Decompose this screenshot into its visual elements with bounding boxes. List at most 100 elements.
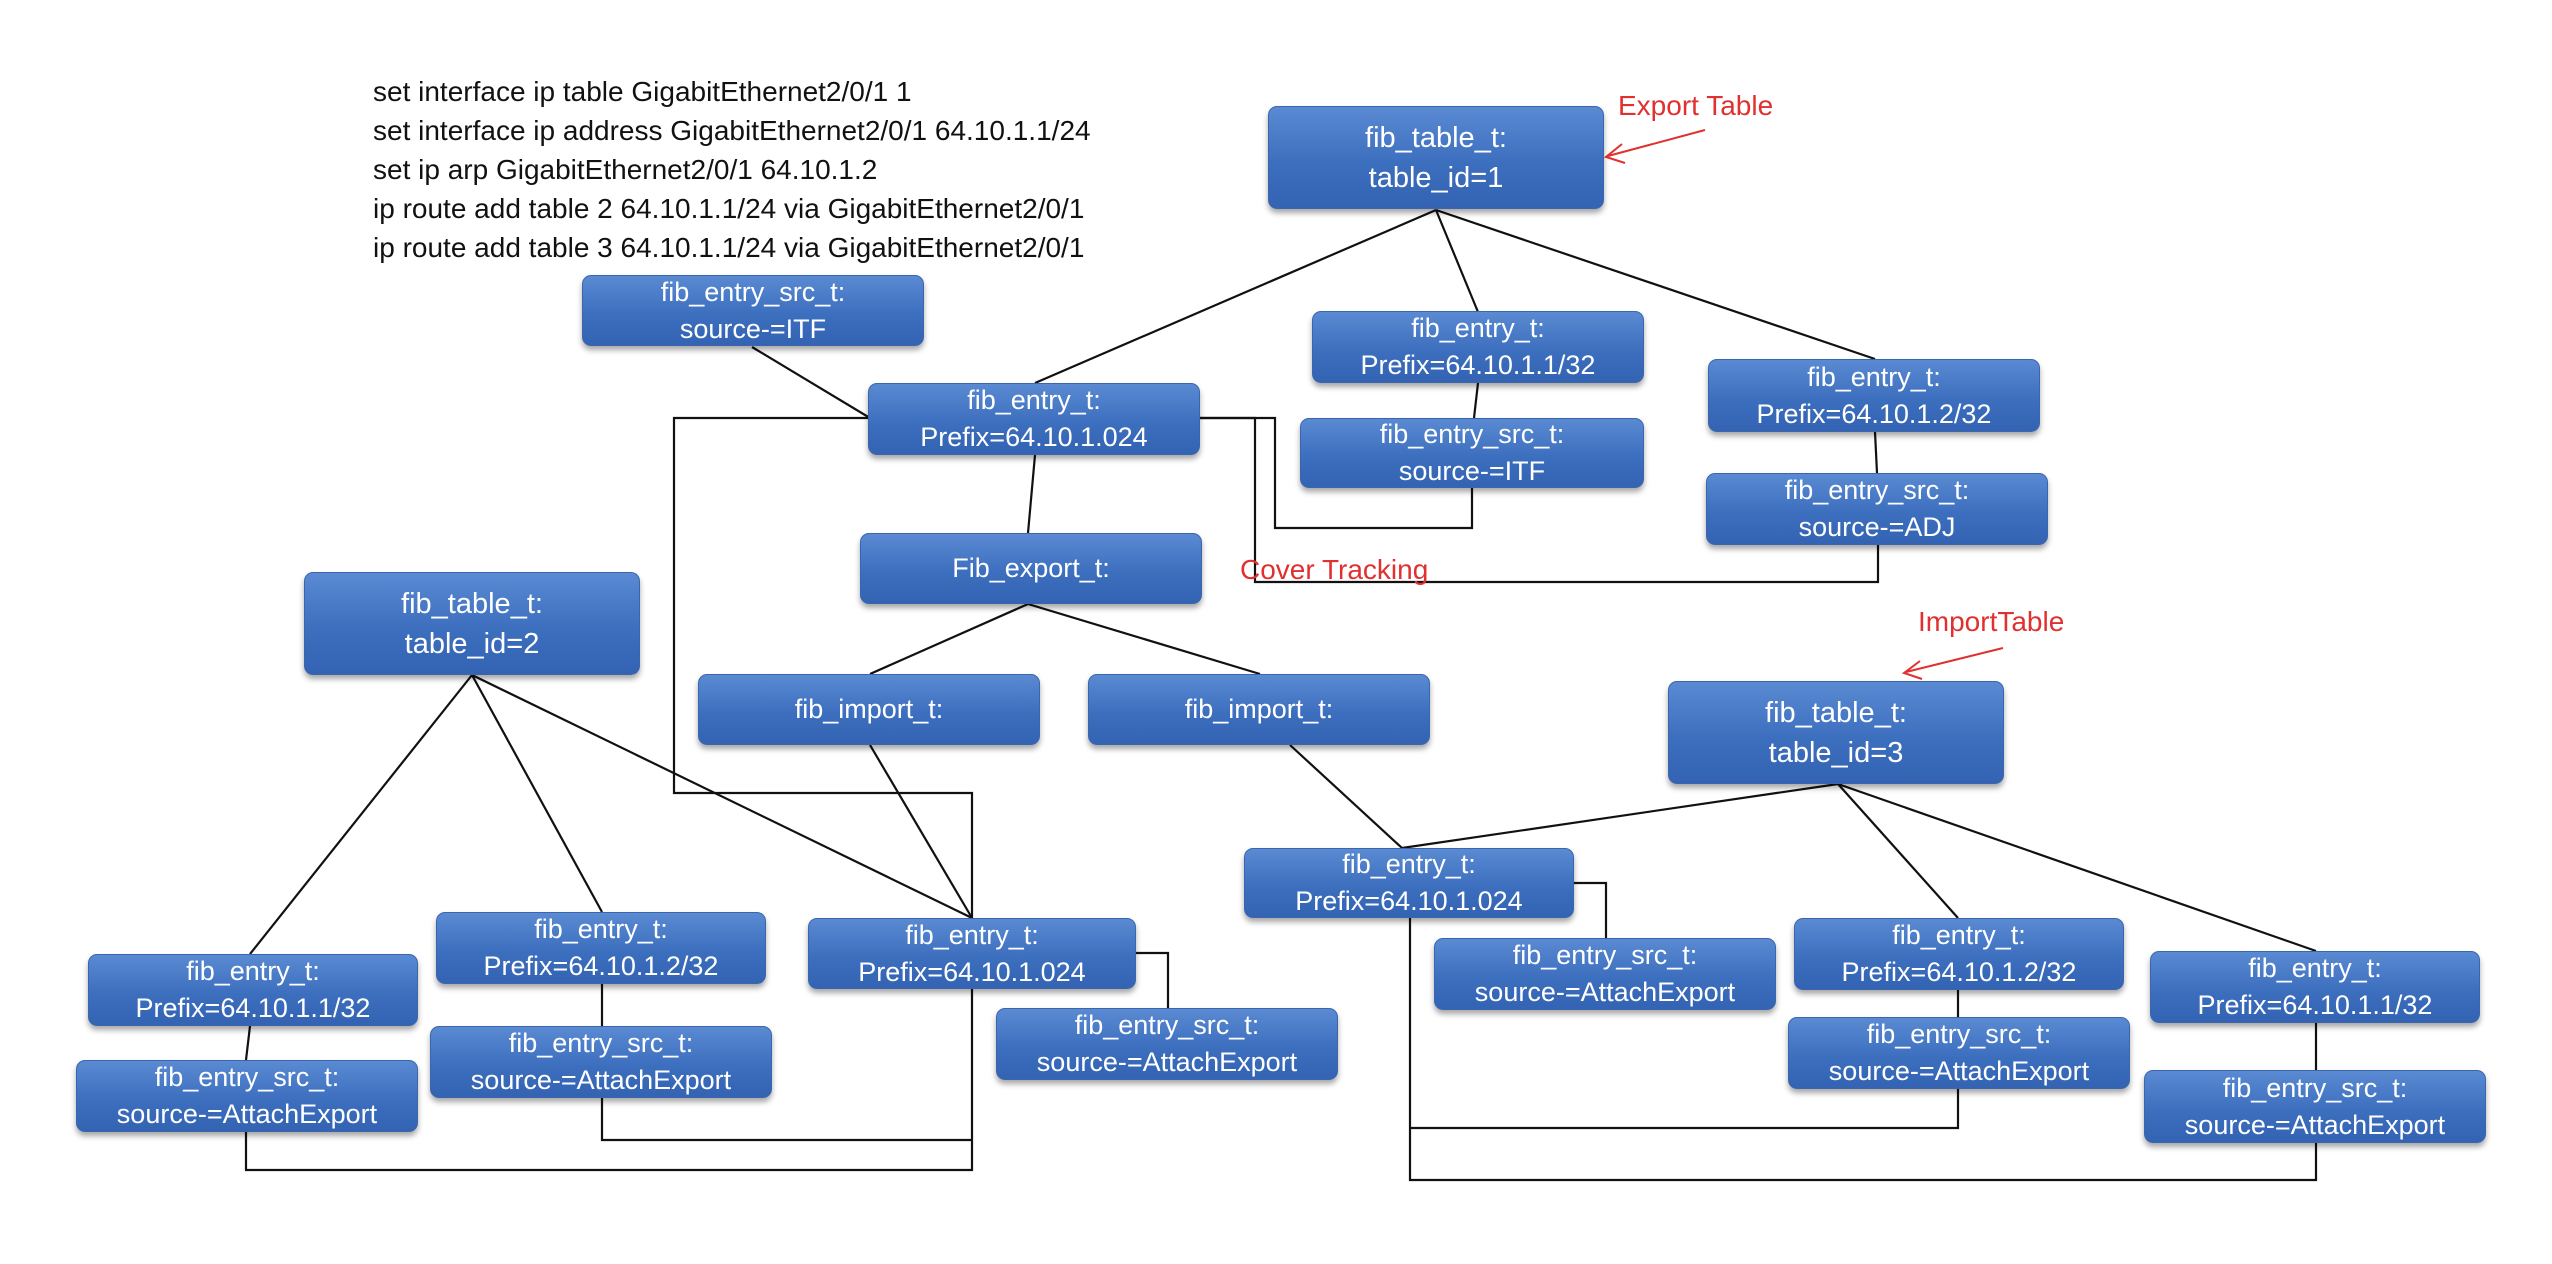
fib-entry-t3-2-32[interactable]: fib_entry_t: Prefix=64.10.1.2/32: [1794, 918, 2124, 990]
node-line: Fib_export_t:: [952, 553, 1110, 583]
node-line: Prefix=64.10.1.1/32: [135, 993, 371, 1023]
fib-entry-t2-024[interactable]: fib_entry_t: Prefix=64.10.1.024: [808, 918, 1136, 989]
fib-import-left[interactable]: fib_import_t:: [698, 674, 1040, 745]
node-line: fib_entry_t:: [1342, 849, 1476, 879]
node-line: fib_entry_t:: [967, 385, 1101, 415]
fib-entry-src-t2-2-32[interactable]: fib_entry_src_t: source-=AttachExport: [430, 1026, 772, 1098]
edge-table3-entry2-32: [1837, 783, 1959, 919]
node-line: fib_table_t:: [1365, 121, 1507, 154]
fib-entry-src-itf-a[interactable]: fib_entry_src_t: source-=ITF: [582, 275, 924, 346]
node-line: fib_entry_src_t:: [660, 276, 846, 307]
node-line: fib_entry_src_t:: [1379, 419, 1565, 449]
fib-entry-src-t3-2-32[interactable]: fib_entry_src_t: source-=AttachExport: [1788, 1017, 2130, 1089]
fib-entry-t1-024[interactable]: fib_entry_t: Prefix=64.10.1.024: [868, 383, 1200, 455]
edge-t2e1-src: [244, 1025, 252, 1061]
node-line: fib_entry_src_t:: [1512, 940, 1698, 970]
fib-table-2[interactable]: fib_table_t: table_id=2: [304, 572, 640, 675]
cli-line: ip route add table 2 64.10.1.1/24 via Gi…: [373, 193, 1085, 224]
node-line: source-=ITF: [679, 313, 827, 344]
node-line: fib_entry_t:: [1892, 920, 2026, 950]
loop-t3-bottom: [1408, 918, 2318, 1182]
node-line: Prefix=64.10.1.2/32: [483, 951, 719, 981]
node-line: fib_import_t:: [794, 694, 944, 724]
fib-table-1[interactable]: fib_table_t: table_id=1: [1268, 106, 1604, 209]
node-line: fib_entry_t:: [186, 956, 320, 986]
node-line: source-=AttachExport: [470, 1065, 732, 1095]
fib-entry-t2-2-32[interactable]: fib_entry_t: Prefix=64.10.1.2/32: [436, 912, 766, 984]
edge-export-importright: [1027, 602, 1261, 676]
node-line: Prefix=64.10.1.024: [858, 956, 1086, 987]
node-line: source-=AttachExport: [1828, 1056, 2090, 1086]
node-line: source-=ADJ: [1798, 512, 1956, 542]
node-line: Prefix=64.10.1.024: [920, 422, 1148, 452]
node-line: Prefix=64.10.1.2/32: [1841, 957, 2077, 987]
node-line: fib_entry_t:: [905, 919, 1039, 950]
edge-srcitf-entry024: [751, 346, 871, 419]
fib-entry-t1-1-32[interactable]: fib_entry_t: Prefix=64.10.1.1/32: [1312, 311, 1644, 383]
node-line: fib_table_t:: [1765, 696, 1907, 729]
edge-table3-entry024: [1401, 782, 1839, 850]
edge-table2-entry1-32: [249, 674, 473, 955]
cli-line: set interface ip table GigabitEthernet2/…: [373, 76, 912, 107]
fib-entry-t2-1-32[interactable]: fib_entry_t: Prefix=64.10.1.1/32: [88, 954, 418, 1026]
bracket-t2e024-src: [1136, 951, 1170, 1008]
cover-path-adj: [1198, 416, 1880, 584]
cli-line: set interface ip address GigabitEthernet…: [373, 115, 1091, 146]
node-line: fib_entry_t:: [1807, 361, 1941, 392]
fib-table-3[interactable]: fib_table_t: table_id=3: [1668, 681, 2004, 784]
cover-tracking-label: Cover Tracking: [1240, 554, 1429, 585]
node-line: source-=AttachExport: [1036, 1047, 1298, 1077]
fib-entry-src-t2-024[interactable]: fib_entry_src_t: source-=AttachExport: [996, 1008, 1338, 1080]
node-line: Prefix=64.10.1.024: [1295, 886, 1523, 916]
node-line: fib_table_t:: [401, 587, 543, 620]
node-line: source-=ITF: [1398, 456, 1546, 486]
node-line: Prefix=64.10.1.2/32: [1756, 398, 1992, 429]
fib-entry-t3-1-32[interactable]: fib_entry_t: Prefix=64.10.1.1/32: [2150, 951, 2480, 1023]
edge-table1-entry024: [1034, 208, 1437, 385]
node-line: table_id=1: [1368, 161, 1504, 194]
cli-line: ip route add table 3 64.10.1.1/24 via Gi…: [373, 232, 1085, 263]
cli-commands: set interface ip table GigabitEthernet2/…: [373, 72, 1091, 267]
loop-entry024-t2e024: [672, 416, 974, 918]
import-arrow-head: [1901, 660, 1923, 680]
fib-entry-t3-024[interactable]: fib_entry_t: Prefix=64.10.1.024: [1244, 848, 1574, 918]
fib-entry-src-itf-b[interactable]: fib_entry_src_t: source-=ITF: [1300, 418, 1644, 488]
node-line: fib_entry_t:: [1411, 313, 1545, 343]
node-line: fib_import_t:: [1184, 694, 1334, 724]
edge-entry024-export: [1026, 454, 1037, 534]
export-arrow-line: [1607, 129, 1706, 157]
edge-export-importleft: [869, 602, 1029, 676]
loop-t2e2-bottom: [600, 1098, 972, 1142]
cli-line: set ip arp GigabitEthernet2/0/1 64.10.1.…: [373, 154, 878, 185]
node-line: fib_entry_t:: [2248, 953, 2382, 983]
node-line: fib_entry_src_t:: [1784, 475, 1970, 505]
node-line: table_id=2: [404, 627, 540, 660]
loop-t3e2-bottom: [1410, 1089, 1960, 1130]
bracket-t3e024-src: [1574, 881, 1608, 938]
fib-entry-src-t3-024[interactable]: fib_entry_src_t: source-=AttachExport: [1434, 938, 1776, 1010]
node-line: fib_entry_src_t:: [2222, 1072, 2408, 1103]
edge-entry1-32-srcitf: [1472, 382, 1480, 419]
fib-entry-src-t3-1-32[interactable]: fib_entry_src_t: source-=AttachExport: [2144, 1070, 2486, 1143]
node-line: fib_entry_src_t:: [1866, 1019, 2052, 1049]
node-line: table_id=3: [1768, 736, 1904, 769]
import-table-label: ImportTable: [1918, 606, 2065, 637]
node-line: source-=AttachExport: [116, 1099, 378, 1129]
fib-entry-t1-2-32[interactable]: fib_entry_t: Prefix=64.10.1.2/32: [1708, 359, 2040, 432]
fib-import-right[interactable]: fib_import_t:: [1088, 674, 1430, 745]
node-line: Prefix=64.10.1.1/32: [2197, 990, 2433, 1020]
node-line: fib_entry_t:: [534, 914, 668, 944]
loop-t2-bottom: [244, 988, 974, 1172]
node-line: source-=AttachExport: [2184, 1109, 2446, 1140]
fib-entry-src-t2-1-32[interactable]: fib_entry_src_t: source-=AttachExport: [76, 1060, 418, 1132]
fib-entry-src-adj[interactable]: fib_entry_src_t: source-=ADJ: [1706, 473, 2048, 545]
edge-table2-entry024: [471, 674, 973, 919]
edge-entry2-32-srcadj: [1873, 431, 1879, 474]
export-arrow-head: [1603, 143, 1626, 164]
node-line: source-=AttachExport: [1474, 977, 1736, 1007]
edge-importleft-t2entry024: [869, 744, 973, 919]
edge-table1-entry2-32: [1435, 208, 1876, 361]
import-arrow-line: [1905, 647, 2004, 673]
fib-export[interactable]: Fib_export_t:: [860, 533, 1202, 604]
